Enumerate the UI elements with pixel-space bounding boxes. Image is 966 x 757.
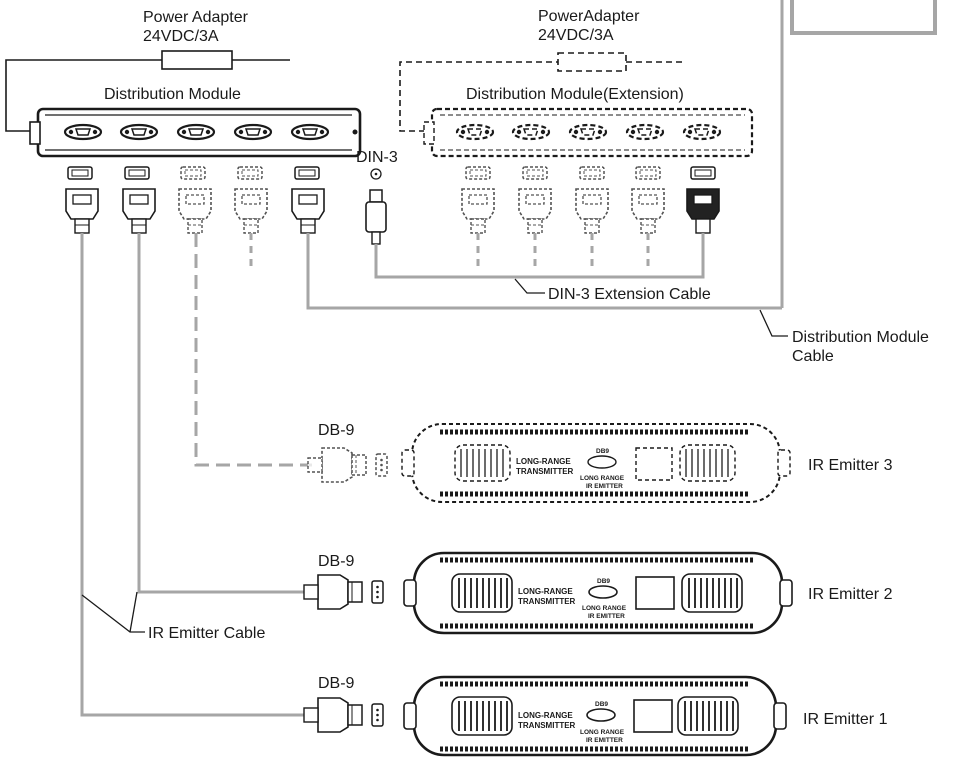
din3-extension-cable-label: DIN-3 Extension Cable <box>548 286 711 303</box>
power-adapter-1 <box>5 50 290 132</box>
ir-emitter-1: LONG-RANGE TRANSMITTER DB9 LONG RANGE IR… <box>403 675 787 757</box>
emitter-3-long-range-small: LONG RANGE <box>580 475 625 482</box>
power-adapter-1-spec: 24VDC/3A <box>143 28 219 45</box>
ir-emitter-cable-label: IR Emitter Cable <box>148 625 265 642</box>
ir-emitter-2-label: IR Emitter 2 <box>808 586 893 603</box>
db9-plug-1 <box>303 697 384 733</box>
distribution-module-ext-label: Distribution Module(Extension) <box>466 86 684 103</box>
emitter-1-transmitter: TRANSMITTER <box>518 721 576 730</box>
db9-plug-2 <box>303 574 384 610</box>
power-adapter-1-label: Power Adapter <box>143 9 249 26</box>
power-adapter-2 <box>399 52 685 132</box>
ir-emitter-cable-1 <box>80 233 318 717</box>
db9-label-3: DB-9 <box>318 422 355 439</box>
db9-label-1: DB-9 <box>318 675 355 692</box>
db9-label-2: DB-9 <box>318 553 355 570</box>
distribution-module-cable-label-2: Cable <box>792 348 834 365</box>
din3-connector <box>365 168 387 245</box>
ir-emitter-1-label: IR Emitter 1 <box>803 711 888 728</box>
device-box-corner <box>790 0 937 35</box>
distribution-module <box>29 107 362 158</box>
ir-emitter-cable-2 <box>137 233 318 594</box>
emitter-2-long-range-small: LONG RANGE <box>582 605 627 612</box>
distribution-module-extension <box>423 107 754 158</box>
emitter-1-db9: DB9 <box>595 701 608 708</box>
emitter-2-ir-emitter-small: IR EMITTER <box>588 613 625 620</box>
emitter-3-long-range: LONG-RANGE <box>516 457 571 466</box>
emitter-2-long-range: LONG-RANGE <box>518 587 573 596</box>
extension-module-ports <box>461 166 720 270</box>
ir-emitter-cable-3 <box>194 233 312 467</box>
main-module-ports <box>65 166 325 270</box>
power-adapter-2-spec: 24VDC/3A <box>538 27 614 44</box>
distribution-module-cable-label: Distribution Module <box>792 329 929 346</box>
ir-emitter-2: LONG-RANGE TRANSMITTER DB9 LONG RANGE IR… <box>403 551 793 635</box>
emitter-3-ir-emitter-small: IR EMITTER <box>586 483 623 490</box>
ir-emitter-3-label: IR Emitter 3 <box>808 457 893 474</box>
distribution-module-label: Distribution Module <box>104 86 241 103</box>
emitter-3-db9: DB9 <box>596 448 609 455</box>
ir-emitter-3: LONG-RANGE TRANSMITTER DB9 LONG RANGE IR… <box>401 423 791 503</box>
din3-label: DIN-3 <box>356 149 398 166</box>
emitter-2-db9: DB9 <box>597 578 610 585</box>
db9-plug-3 <box>307 447 388 483</box>
power-adapter-2-label: PowerAdapter <box>538 8 640 25</box>
emitter-1-long-range: LONG-RANGE <box>518 711 573 720</box>
emitter-3-transmitter: TRANSMITTER <box>516 467 574 476</box>
emitter-1-ir-emitter-small: IR EMITTER <box>586 737 623 744</box>
distribution-module-cable <box>306 233 782 310</box>
din3-extension-cable <box>374 233 705 279</box>
emitter-2-transmitter: TRANSMITTER <box>518 597 576 606</box>
emitter-1-long-range-small: LONG RANGE <box>580 729 625 736</box>
